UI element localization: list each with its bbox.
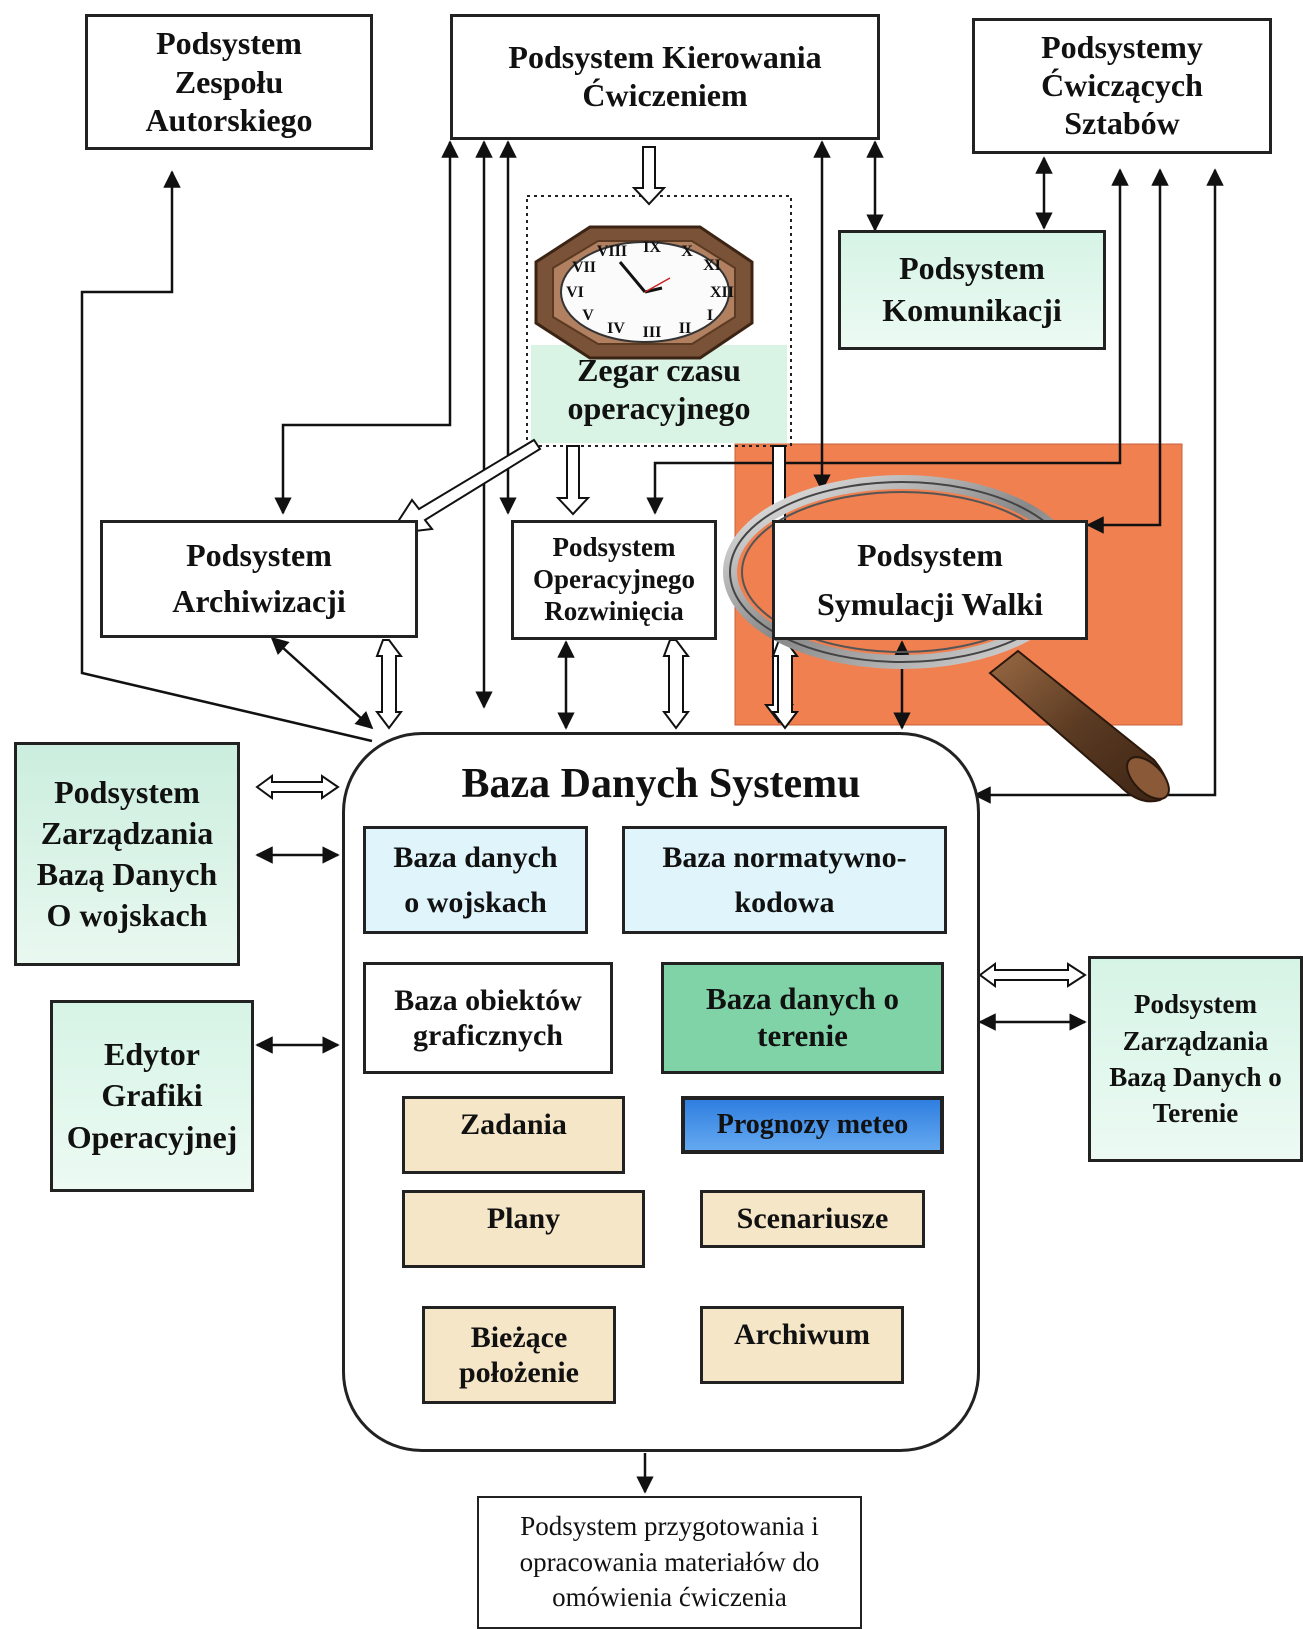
zarzadzanie-wojska-line-4: O wojskach [46, 896, 208, 933]
db-biezace-line-2: położenie [459, 1356, 579, 1389]
omowienie-line-2: opracowania materiałów do [519, 1546, 820, 1577]
db-wojska-line-1: Baza danych [393, 840, 558, 874]
zespol-line-2: Zespołu [174, 63, 284, 100]
db-scenariusze-line-1: Scenariusze [736, 1202, 889, 1236]
db-meteo-line-1: Prognozy meteo [716, 1109, 909, 1141]
svg-text:VI: VI [566, 284, 584, 301]
cwiczace-line-1: Podsystemy [1041, 29, 1203, 66]
node-cwiczace-sztaby[interactable]: Podsystemy Ćwiczących Sztabów [972, 18, 1272, 154]
db-teren-line-2: terenie [757, 1018, 848, 1053]
node-komunikacja[interactable]: Podsystem Komunikacji [838, 230, 1106, 350]
octagonal-wall-clock-icon: IX X XI XII I II III IV V VI VII VIII [534, 225, 754, 360]
cwiczace-line-3: Sztabów [1064, 104, 1180, 141]
rozwiniecie-line-1: Podsystem [552, 532, 676, 563]
archiwizacja-line-2: Archiwizacji [172, 583, 346, 620]
node-kierowanie-cwiczeniem[interactable]: Podsystem Kierowania Ćwiczeniem [450, 14, 880, 140]
db-teren-line-1: Baza danych o [706, 981, 899, 1017]
zarzadzanie-wojska-line-3: Bazą Danych [36, 856, 218, 892]
db-graficzne-line-2: graficznych [413, 1019, 563, 1052]
node-operacyjne-rozwiniecie[interactable]: Podsystem Operacyjnego Rozwinięcia [511, 520, 717, 640]
svg-text:VII: VII [572, 259, 596, 276]
svg-text:I: I [707, 307, 713, 324]
db-biezace-polozenie[interactable]: Bieżące położenie [422, 1306, 616, 1404]
node-symulacja-walki[interactable]: Podsystem Symulacji Walki [772, 520, 1088, 640]
svg-text:XI: XI [703, 257, 721, 274]
db-wojska[interactable]: Baza danych o wojskach [363, 826, 588, 934]
komunikacja-line-2: Komunikacji [882, 292, 1062, 328]
db-wojska-line-2: o wojskach [404, 885, 547, 919]
db-plany-line-1: Plany [486, 1202, 561, 1235]
symulacja-line-1: Podsystem [857, 536, 1003, 573]
database-title: Baza Danych Systemu [461, 761, 861, 807]
db-normatywno-line-1: Baza normatywno- [662, 840, 907, 874]
db-archiwum-line-1: Archiwum [733, 1318, 871, 1351]
node-omowienie-cwiczenia[interactable]: Podsystem przygotowania i opracowania ma… [477, 1496, 862, 1629]
node-zespol-autorski[interactable]: Podsystem Zespołu Autorskiego [85, 14, 373, 150]
zarzadzanie-teren-line-3: Bazą Danych o [1109, 1062, 1282, 1092]
zarzadzanie-teren-line-4: Terenie [1152, 1098, 1239, 1129]
clock-label: Zegar czasu operacyjnego [531, 352, 787, 428]
db-graficzne-line-1: Baza obiektów [394, 983, 582, 1017]
db-normatywno-line-2: kodowa [734, 885, 835, 919]
zarzadzanie-wojska-line-1: Podsystem [54, 774, 200, 811]
node-zarzadzanie-wojska[interactable]: Podsystem Zarządzania Bazą Danych O wojs… [14, 742, 240, 966]
edytor-line-1: Edytor [104, 1035, 200, 1072]
cwiczace-line-2: Ćwiczących [1041, 67, 1203, 104]
svg-text:X: X [681, 243, 693, 260]
komunikacja-line-1: Podsystem [899, 250, 1045, 287]
node-edytor-grafiki[interactable]: Edytor Grafiki Operacyjnej [50, 1000, 254, 1192]
db-zadania[interactable]: Zadania [402, 1096, 625, 1174]
zespol-line-3: Autorskiego [145, 102, 313, 139]
db-archiwum[interactable]: Archiwum [700, 1306, 904, 1384]
archiwizacja-line-1: Podsystem [186, 537, 332, 574]
edytor-line-3: Operacyjnej [66, 1118, 238, 1155]
rozwiniecie-line-2: Operacyjnego [533, 564, 695, 595]
zegar-line-1: Zegar czasu [577, 352, 741, 388]
zarzadzanie-wojska-line-2: Zarządzania [40, 815, 214, 852]
svg-text:IX: IX [643, 239, 661, 256]
db-prognozy-meteo[interactable]: Prognozy meteo [681, 1096, 944, 1154]
kierowanie-line-2: Ćwiczeniem [582, 77, 748, 113]
node-zarzadzanie-teren[interactable]: Podsystem Zarządzania Bazą Danych o Tere… [1088, 956, 1303, 1162]
kierowanie-line-1: Podsystem Kierowania [508, 39, 822, 76]
db-zadania-line-1: Zadania [460, 1108, 567, 1141]
node-archiwizacja[interactable]: Podsystem Archiwizacji [100, 520, 418, 638]
svg-text:V: V [582, 307, 594, 324]
svg-text:III: III [643, 324, 662, 341]
zarzadzanie-teren-line-2: Zarządzania [1122, 1025, 1269, 1056]
svg-text:XII: XII [710, 284, 734, 301]
edytor-line-2: Grafiki [101, 1077, 203, 1114]
db-obiekty-graficzne[interactable]: Baza obiektów graficznych [363, 962, 613, 1074]
db-scenariusze[interactable]: Scenariusze [700, 1190, 925, 1248]
svg-text:II: II [679, 320, 691, 337]
db-biezace-line-1: Bieżące [470, 1320, 568, 1354]
symulacja-line-2: Symulacji Walki [816, 585, 1044, 622]
rozwiniecie-line-3: Rozwinięcia [544, 595, 684, 626]
svg-text:VIII: VIII [597, 243, 627, 260]
zarzadzanie-teren-line-1: Podsystem [1134, 989, 1257, 1020]
zespol-line-1: Podsystem [156, 25, 302, 62]
db-normatywno-kodowa[interactable]: Baza normatywno- kodowa [622, 826, 947, 934]
db-teren[interactable]: Baza danych o terenie [661, 962, 944, 1074]
omowienie-line-3: omówienia ćwiczenia [552, 1582, 787, 1613]
svg-text:IV: IV [607, 320, 625, 337]
zegar-line-2: operacyjnego [567, 389, 751, 426]
db-plany[interactable]: Plany [402, 1190, 645, 1268]
omowienie-line-1: Podsystem przygotowania i [520, 1511, 819, 1542]
